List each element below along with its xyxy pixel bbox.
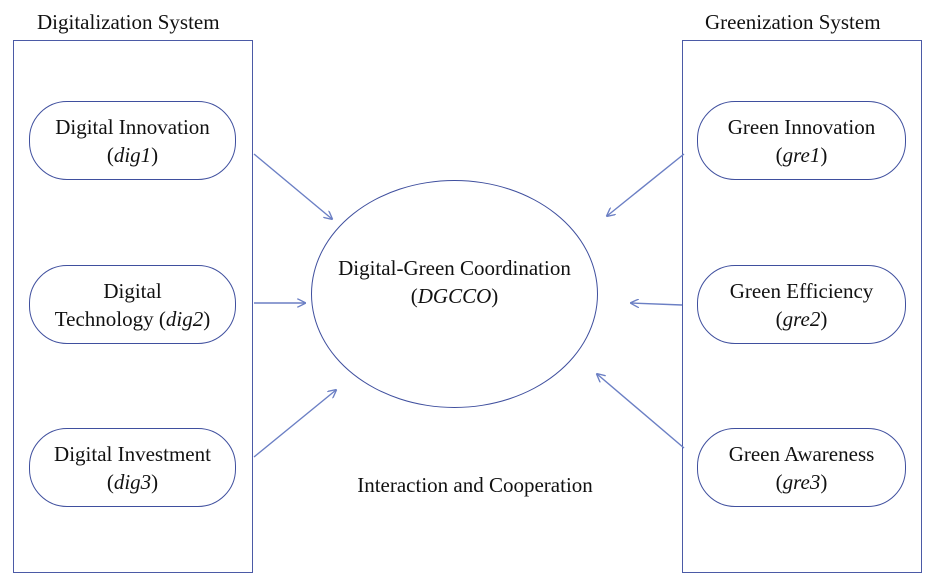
- arrow-gre2-to-center: [631, 303, 683, 305]
- digitalization-system-title: Digitalization System: [37, 10, 220, 34]
- interaction-label: Interaction and Cooperation: [357, 473, 593, 497]
- node-code: gre2: [782, 306, 821, 331]
- node-label-2: Technology: [54, 306, 154, 331]
- arrow-gre1-to-center: [607, 153, 685, 216]
- center-code: DGCCO: [417, 284, 492, 308]
- node-label: Digital: [103, 278, 162, 303]
- node-label: Green Efficiency: [729, 278, 874, 303]
- greenization-system-title: Greenization System: [705, 10, 881, 34]
- greenization-system-box: [682, 40, 922, 573]
- node-code: dig3: [113, 469, 152, 494]
- node-code: dig2: [165, 306, 204, 331]
- node-code-line: (dig3): [106, 469, 159, 494]
- node-green-efficiency: Green Efficiency (gre2): [697, 265, 906, 344]
- node-label: Digital Innovation: [55, 114, 210, 139]
- center-coordination-ellipse: Digital-Green Coordination (DGCCO): [311, 180, 598, 408]
- arrow-dig3-to-center: [253, 390, 336, 458]
- center-title: Digital-Green Coordination: [338, 256, 571, 280]
- node-digital-innovation: Digital Innovation (dig1): [29, 101, 236, 180]
- node-label: Green Awareness: [728, 441, 875, 466]
- arrow-gre3-to-center: [597, 374, 685, 449]
- node-code-line: (gre1): [775, 142, 828, 167]
- node-code-line: (gre2): [775, 306, 828, 331]
- node-code-line: (gre3): [775, 469, 828, 494]
- digitalization-system-box: [13, 40, 253, 573]
- center-code-line: (DGCCO): [410, 284, 499, 308]
- node-code: dig1: [113, 142, 152, 167]
- node-code: gre3: [782, 469, 821, 494]
- node-label: Green Innovation: [727, 114, 876, 139]
- arrow-dig1-to-center: [253, 153, 332, 219]
- node-digital-investment: Digital Investment (dig3): [29, 428, 236, 507]
- node-digital-technology: Digital Technology (dig2): [29, 265, 236, 344]
- node-label: Digital Investment: [54, 441, 211, 466]
- node-green-innovation: Green Innovation (gre1): [697, 101, 906, 180]
- node-code-line: (dig1): [106, 142, 159, 167]
- node-code-line: Technology (dig2): [54, 306, 211, 331]
- node-code: gre1: [782, 142, 821, 167]
- node-green-awareness: Green Awareness (gre3): [697, 428, 906, 507]
